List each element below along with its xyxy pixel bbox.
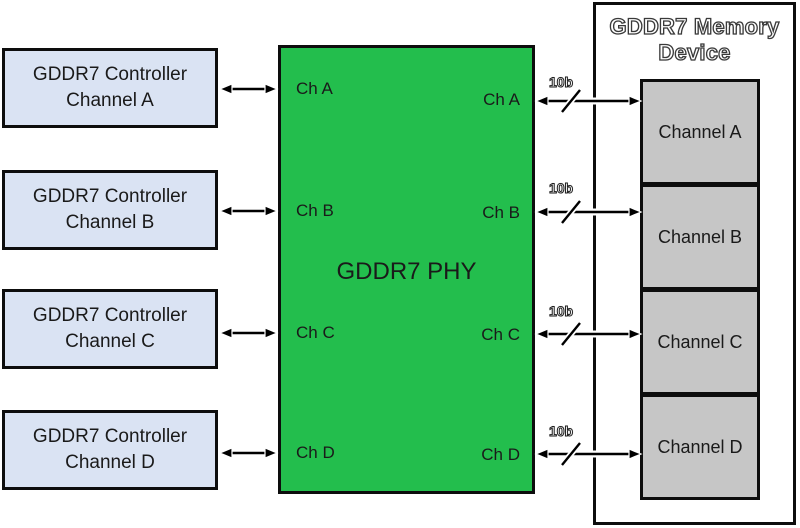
bus-width-label-d: 10b — [548, 423, 574, 440]
arrow-controller-b-phy — [218, 205, 279, 217]
bus-width-slash-icon-c — [559, 321, 583, 347]
arrow-controller-a-phy — [218, 83, 279, 95]
controller-box-channel-a: GDDR7 Controller Channel A — [2, 48, 218, 128]
memory-channel-box-a: Channel A — [640, 79, 760, 185]
phy-port-right-ch-c: Ch C — [481, 325, 520, 344]
controller-box-channel-c: GDDR7 Controller Channel C — [2, 289, 218, 369]
memory-device-title: GDDR7 Memory Device — [609, 13, 780, 65]
memory-channel-box-c: Channel C — [640, 289, 760, 395]
bus-width-slash-icon-a — [559, 88, 583, 114]
phy-title: GDDR7 PHY — [336, 258, 477, 285]
bus-width-label-c: 10b — [548, 303, 574, 320]
phy-box: GDDR7 PHY Ch A Ch B Ch C Ch D Ch A Ch B … — [278, 45, 535, 494]
phy-port-left-ch-a: Ch A — [296, 79, 333, 98]
bus-width-slash-icon-d — [559, 441, 583, 467]
phy-port-left-ch-d: Ch D — [296, 443, 335, 462]
phy-port-right-ch-a: Ch A — [483, 90, 520, 109]
arrow-controller-c-phy — [218, 327, 279, 339]
bus-width-label-b: 10b — [548, 180, 574, 197]
bus-width-label-a: 10b — [548, 74, 574, 91]
arrow-controller-d-phy — [218, 447, 279, 459]
memory-channel-box-b: Channel B — [640, 184, 760, 290]
bus-width-slash-icon-b — [559, 199, 583, 225]
memory-channel-box-d: Channel D — [640, 394, 760, 500]
phy-port-right-ch-d: Ch D — [481, 445, 520, 464]
phy-port-right-ch-b: Ch B — [482, 203, 520, 222]
controller-box-channel-b: GDDR7 Controller Channel B — [2, 170, 218, 250]
phy-port-left-ch-b: Ch B — [296, 201, 334, 220]
phy-port-left-ch-c: Ch C — [296, 323, 335, 342]
controller-box-channel-d: GDDR7 Controller Channel D — [2, 410, 218, 490]
memory-device-box: GDDR7 Memory Device Channel A Channel B … — [593, 2, 796, 525]
